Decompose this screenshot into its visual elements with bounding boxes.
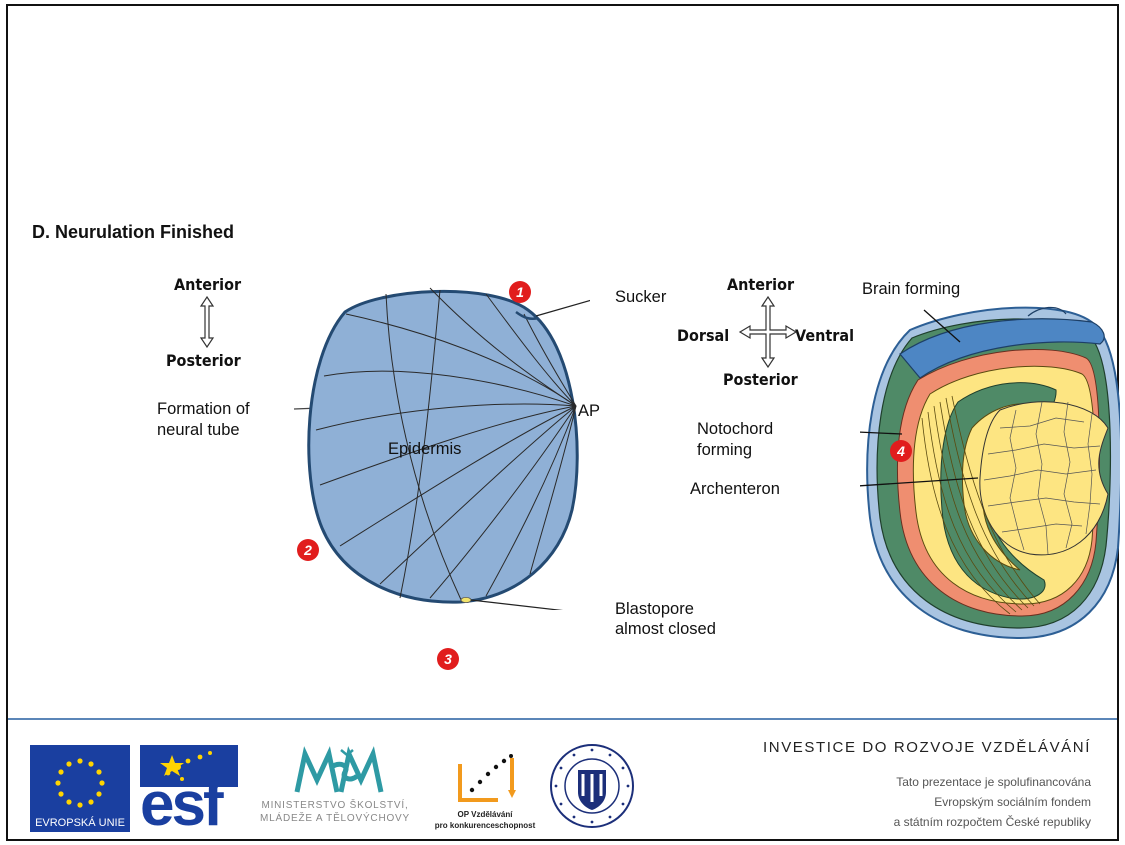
archenteron-label: Archenteron <box>690 480 780 498</box>
esf-flag-band <box>140 745 238 787</box>
msmt-caption-line2: MLÁDEŽE A TĚLOVÝCHOVY <box>260 813 410 824</box>
right-anterior-label: Anterior <box>727 275 795 294</box>
ventral-label: Ventral <box>795 326 855 345</box>
esf-logo: esf <box>140 745 238 839</box>
msmt-mark-icon <box>294 746 384 793</box>
notochord-label-line1: Notochord <box>697 420 774 438</box>
eu-stars-icon <box>55 758 105 808</box>
university-seal-icon <box>550 744 634 828</box>
invest-heading: INVESTICE DO ROZVOJE VZDĚLÁVÁNÍ <box>763 739 1091 756</box>
left-anterior-label: Anterior <box>174 275 242 294</box>
four-way-axis-arrow <box>738 296 798 368</box>
epidermis-label: Epidermis <box>388 440 462 458</box>
funding-notice: Tato prezentace je spolufinancována Evro… <box>894 772 1091 832</box>
blastopore-label-line2: almost closed <box>615 620 716 638</box>
embryo-section-diagram <box>860 306 1120 640</box>
blastopore-mark <box>460 596 472 603</box>
blastopore-label-line1: Blastopore <box>615 600 694 618</box>
dorsal-label: Dorsal <box>677 326 730 345</box>
university-seal-logo <box>548 742 636 830</box>
msmt-logo: MINISTERSTVO ŠKOLSTVÍ, MLÁDEŽE A TĚLOVÝC… <box>245 742 425 834</box>
funding-line3: a státním rozpočtem České republiky <box>893 815 1091 829</box>
footer-divider <box>8 718 1117 720</box>
anterior-posterior-arrow <box>199 296 215 348</box>
op-logo: OP Vzdělávání pro konkurenceschopnost <box>428 750 542 834</box>
badge-2: 2 <box>297 539 319 561</box>
op-mark-icon <box>458 754 516 802</box>
esf-stars-icon <box>160 751 212 781</box>
funding-line2: Evropským sociálním fondem <box>934 795 1091 809</box>
funding-line1: Tato prezentace je spolufinancována <box>896 775 1091 789</box>
badge-4: 4 <box>890 440 912 462</box>
slide-title: D. Neurulation Finished <box>32 222 235 242</box>
badge-3: 3 <box>437 648 459 670</box>
op-caption-line1: OP Vzdělávání <box>457 810 513 819</box>
right-posterior-label: Posterior <box>723 370 798 389</box>
ap-label: AP <box>578 402 601 420</box>
msmt-caption-line1: MINISTERSTVO ŠKOLSTVÍ, <box>261 800 409 811</box>
yolk-mass <box>979 401 1109 556</box>
badge-1: 1 <box>509 281 531 303</box>
left-posterior-label: Posterior <box>166 351 241 370</box>
epidermis-body <box>307 289 579 604</box>
esf-wordmark: esf <box>140 770 224 839</box>
op-caption-line2: pro konkurenceschopnost <box>434 821 536 830</box>
gastrula-exterior-diagram <box>293 287 590 610</box>
sucker-label: Sucker <box>615 288 667 306</box>
notochord-label-line2: forming <box>697 441 753 459</box>
eu-flag-logo: EVROPSKÁ UNIE <box>30 745 130 832</box>
brace-label-line1: Formation of <box>157 400 250 418</box>
brain-forming-label: Brain forming <box>862 280 961 298</box>
eu-label: EVROPSKÁ UNIE <box>35 817 125 829</box>
brace-label-line2: neural tube <box>157 421 240 439</box>
